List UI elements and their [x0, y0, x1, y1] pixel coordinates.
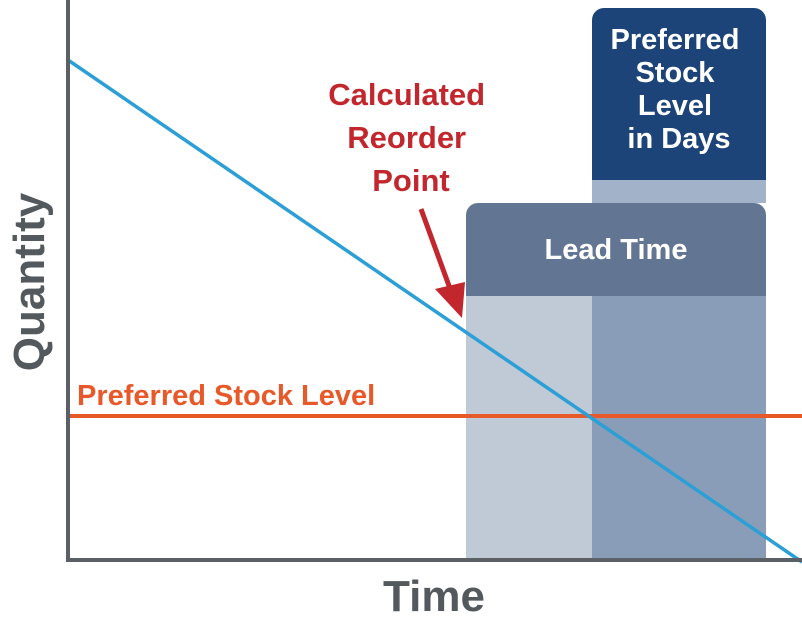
quantity-line: [67, 58, 802, 564]
lead-time-block: Lead Time: [466, 203, 766, 560]
arrow-shaft: [418, 208, 455, 295]
y-axis-label: Quantity: [5, 192, 54, 371]
days-mid-band: [592, 180, 766, 203]
lead-time-body: [466, 296, 592, 560]
lead-time-header: [466, 203, 766, 296]
preferred-stock-level-label: Preferred Stock Level: [77, 380, 375, 412]
days-label-line-1: Preferred: [610, 24, 739, 56]
x-axis-label: Time: [383, 572, 485, 621]
lead-time-label: Lead Time: [545, 234, 688, 266]
reorder-point-arrow: [418, 208, 465, 318]
reorder-point-label: Calculated Reorder Point: [328, 77, 493, 198]
reorder-label-line-1: Calculated: [328, 77, 485, 112]
days-label-line-4: in Days: [627, 123, 730, 155]
lead-time-header-square-bottom: [466, 280, 766, 296]
arrow-head: [435, 282, 465, 318]
days-label-line-2: Stock: [635, 57, 715, 89]
days-header: [592, 8, 766, 180]
days-header-square-bottom: [592, 160, 766, 180]
reorder-label-line-2: Reorder: [347, 120, 466, 155]
days-label: Preferred Stock Level in Days: [610, 24, 747, 155]
days-label-line-3: Level: [638, 90, 712, 122]
reorder-label-line-3: Point: [372, 163, 450, 198]
